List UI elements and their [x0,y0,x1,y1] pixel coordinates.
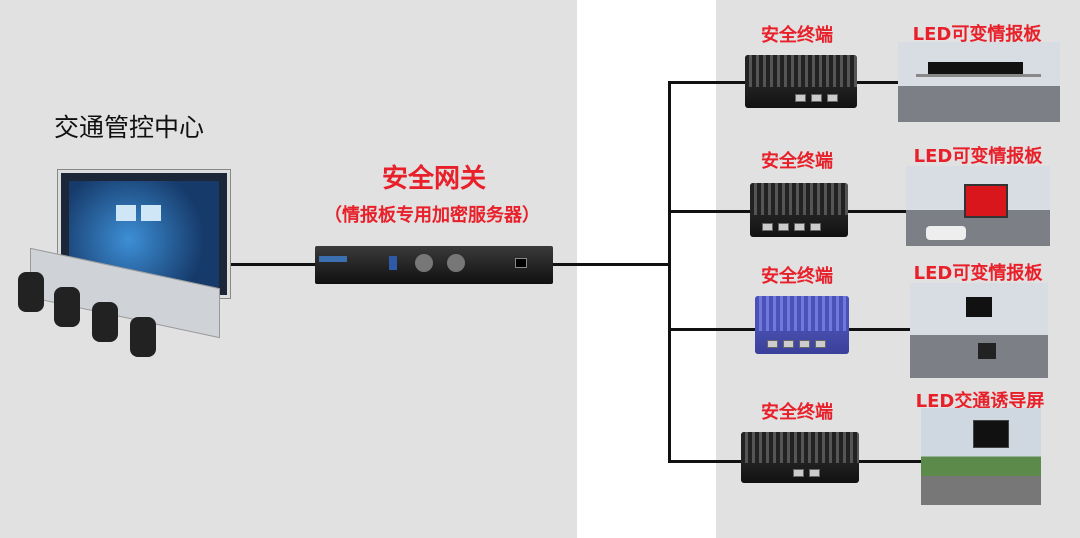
link-device-display-2 [848,210,908,213]
branch-3 [668,328,756,331]
secure-terminal-1 [745,55,857,108]
led-display-photo-4 [921,408,1041,505]
terminal-label-4: 安全终端 [761,402,833,423]
terminal-label-1: 安全终端 [761,25,833,46]
display-label-2: LED可变情报板 [913,146,1043,167]
bus-vertical [668,81,671,463]
branch-4 [668,460,743,463]
terminal-label-2: 安全终端 [761,151,833,172]
led-display-photo-3 [910,283,1048,378]
control-center-title: 交通管控中心 [54,113,205,142]
branch-2 [668,210,752,213]
control-center-chairs [14,272,174,382]
secure-terminal-4 [741,432,859,483]
link-device-display-3 [848,328,912,331]
gateway-server [315,246,553,284]
display-label-3: LED可变情报板 [913,263,1043,284]
link-gateway-bus [550,263,670,266]
link-device-display-1 [856,81,900,84]
display-label-4: LED交通诱导屏 [915,391,1045,412]
led-display-photo-1 [898,42,1060,122]
terminal-label-3: 安全终端 [761,266,833,287]
gateway-subtitle: （情报板专用加密服务器） [324,205,540,226]
branch-1 [668,81,748,84]
link-device-display-4 [858,460,923,463]
link-center-gateway [228,263,318,266]
gateway-title: 安全网关 [381,164,487,194]
led-display-photo-2 [906,166,1050,246]
secure-terminal-2 [750,183,848,237]
secure-terminal-3 [755,296,849,354]
display-label-1: LED可变情报板 [912,24,1042,45]
